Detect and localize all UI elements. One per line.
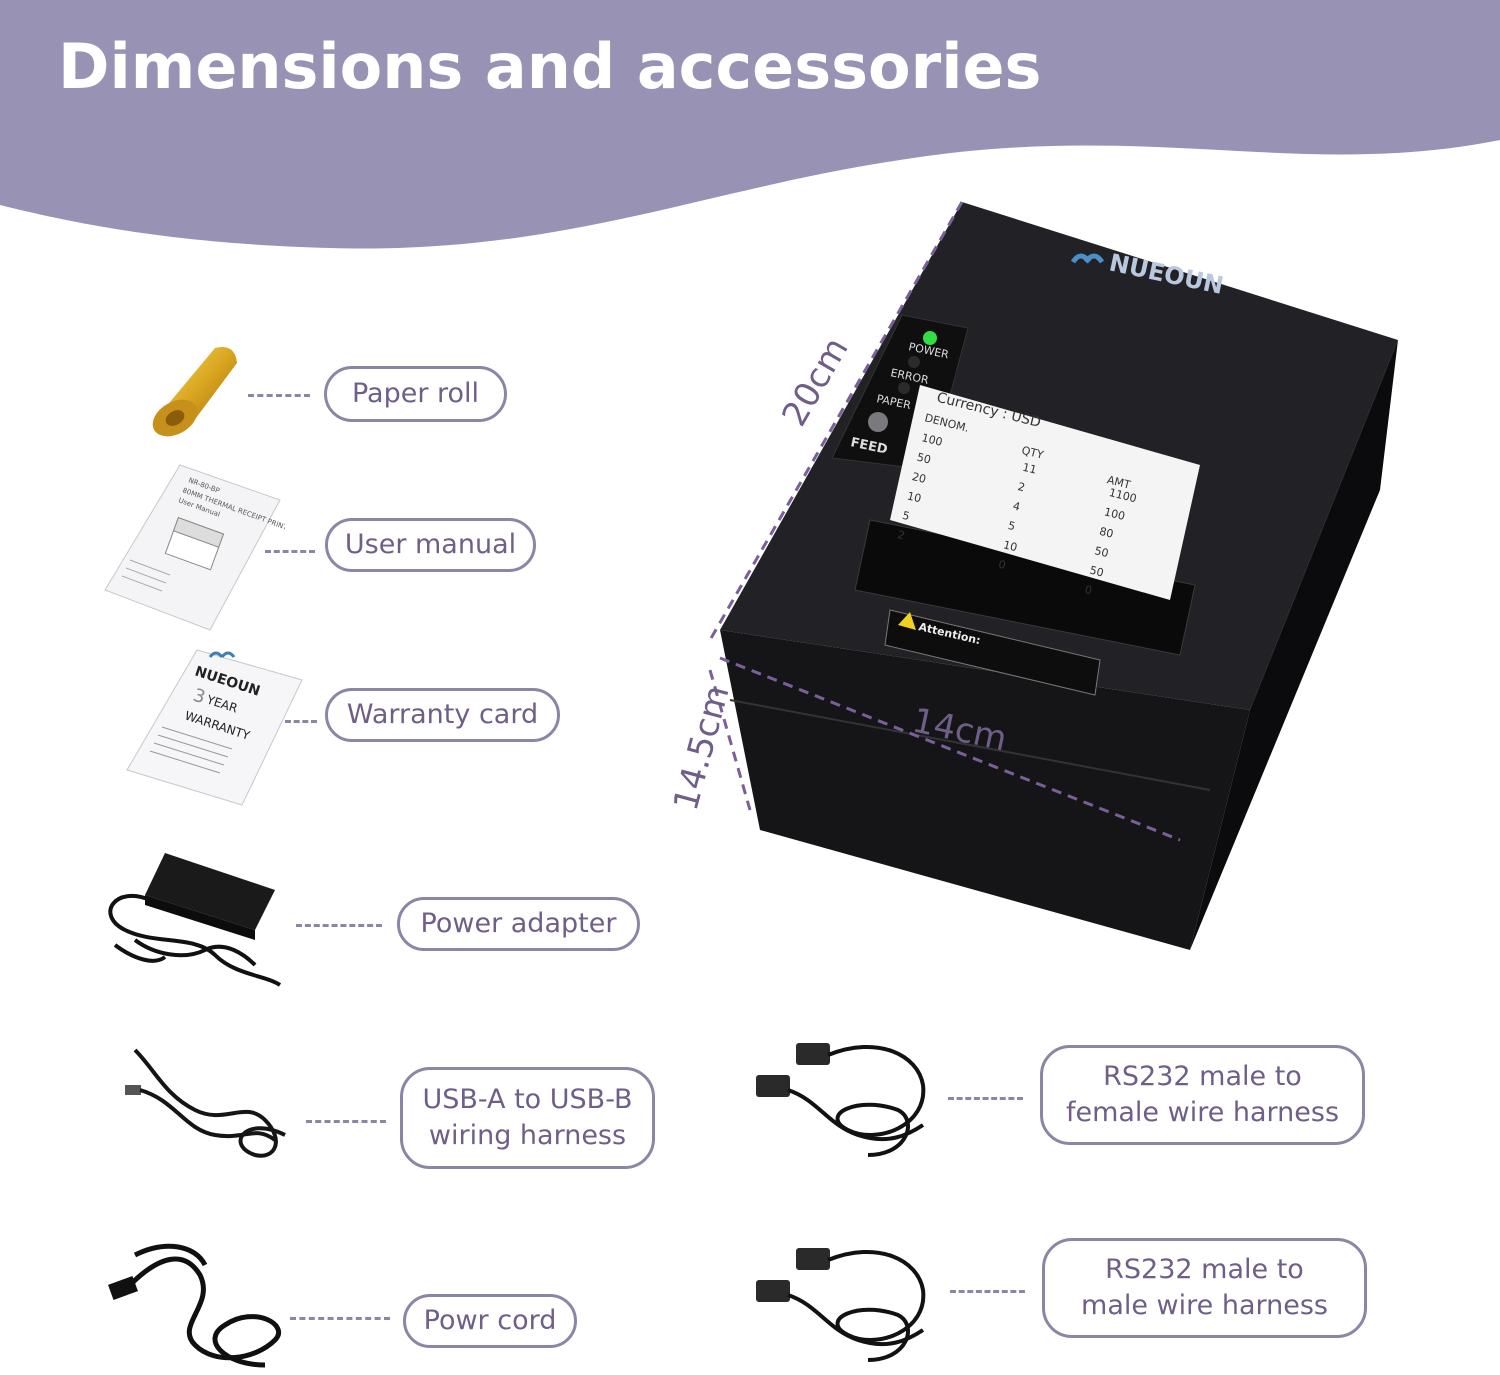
warranty-card-connector	[285, 720, 317, 723]
page-title: Dimensions and accessories	[58, 30, 1042, 103]
power-cord-label: Powr cord	[403, 1294, 577, 1348]
receipt-qty-value: 2	[1016, 480, 1026, 494]
rs232-male-label: RS232 male to male wire harness	[1042, 1238, 1367, 1338]
paper-roll-connector	[248, 394, 310, 397]
warranty-card-label: Warranty card	[325, 688, 560, 742]
receipt-amt-value: 80	[1098, 525, 1115, 541]
receipt-denom-value: 100	[920, 431, 944, 449]
receipt-denom-value: 5	[901, 509, 911, 523]
power-adapter-connector	[296, 924, 382, 927]
user-manual-image: NR-80-BP 80MM THERMAL RECEIPT PRINTER Us…	[104, 464, 285, 631]
receipt-amt-value: 50	[1093, 544, 1110, 560]
usb-cable-connector	[306, 1120, 386, 1123]
power-adapter-label: Power adapter	[397, 897, 640, 951]
user-manual-label: User manual	[325, 518, 536, 572]
power-cord-image	[108, 1243, 281, 1368]
rs232-male-label-line2: male wire harness	[1081, 1290, 1328, 1321]
receipt-amt-value: 100	[1103, 505, 1127, 523]
rs232-male-connector	[950, 1290, 1025, 1293]
receipt-qty-value: 4	[1012, 499, 1022, 513]
warranty-card-image: NUEOUN 3 YEAR WARRANTY	[126, 649, 303, 806]
feed-button-icon	[868, 412, 888, 432]
rs232-female-cable-image	[756, 1043, 926, 1157]
receipt-qty-value: 0	[997, 558, 1007, 572]
rs232-female-label: RS232 male to female wire harness	[1040, 1045, 1365, 1145]
receipt-denom-value: 20	[911, 470, 928, 486]
paper-roll-image	[152, 347, 237, 437]
thermal-printer-image: POWER ERROR PAPER FEED Currency : USD DE…	[708, 201, 1398, 950]
receipt-amt-value: 50	[1088, 564, 1105, 580]
user-manual-connector	[265, 550, 315, 553]
receipt-amt-header: AMT	[1106, 473, 1132, 491]
usb-cable-label-line2: wiring harness	[428, 1120, 627, 1151]
rs232-female-label-line2: female wire harness	[1065, 1097, 1340, 1128]
receipt-qty-value: 11	[1021, 461, 1038, 477]
rs232-female-label-line1: RS232 male to	[1103, 1061, 1302, 1092]
usb-cable-label-line1: USB-A to USB-B	[422, 1084, 633, 1115]
header-banner	[0, 0, 1500, 249]
receipt-denom-value: 50	[915, 451, 932, 467]
rs232-female-connector	[948, 1097, 1023, 1100]
receipt-qty-header: QTY	[1020, 444, 1045, 462]
power-cord-connector	[290, 1317, 390, 1320]
receipt-amt-value: 0	[1083, 583, 1093, 597]
receipt-denom-value: 2	[896, 528, 906, 542]
rs232-male-cable-image	[756, 1248, 926, 1362]
paper-roll-label: Paper roll	[324, 366, 507, 422]
receipt-qty-value: 10	[1002, 538, 1019, 554]
power-adapter-image	[108, 853, 282, 987]
usb-cable-image	[125, 1048, 286, 1158]
rs232-male-label-line1: RS232 male to	[1105, 1254, 1304, 1285]
usb-cable-label: USB-A to USB-B wiring harness	[400, 1067, 655, 1169]
receipt-qty-value: 5	[1007, 519, 1017, 533]
receipt-denom-value: 10	[906, 489, 923, 505]
power-led-icon	[923, 331, 937, 345]
